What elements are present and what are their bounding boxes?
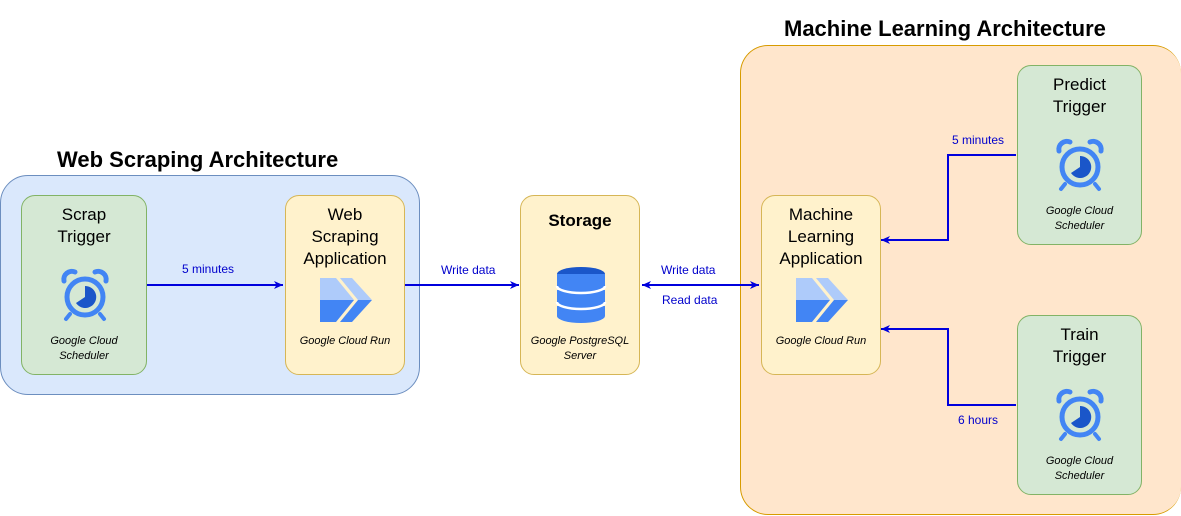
- edge-label-web-to-storage: Write data: [441, 263, 496, 277]
- predict-trigger-title: Predict Trigger: [1052, 75, 1107, 116]
- train-trigger-title: Train Trigger: [1052, 325, 1107, 366]
- storage-title: Storage: [548, 211, 612, 230]
- scheduler-icon: [1056, 388, 1104, 441]
- edge-predict-to-ml: [881, 154, 1016, 244]
- web-scraping-app-caption: Google Cloud Run: [299, 335, 391, 347]
- train-trigger-node[interactable]: Train Trigger Google Cloud Scheduler: [1017, 315, 1142, 495]
- ml-architecture-title: Machine Learning Architecture: [784, 16, 1106, 41]
- predict-trigger-node[interactable]: Predict Trigger Google Cloud Scheduler: [1017, 65, 1142, 245]
- edge-label-storage-ml-write: Write data: [661, 263, 716, 277]
- edge-label-predict-to-ml: 5 minutes: [952, 133, 1005, 147]
- ml-app-caption: Google Cloud Run: [775, 335, 867, 347]
- edge-label-train-to-ml: 6 hours: [958, 413, 999, 427]
- web-scraping-app-title: Web Scraping Application: [303, 205, 387, 268]
- edge-label-storage-ml-read: Read data: [662, 293, 718, 307]
- database-icon: [555, 267, 607, 323]
- web-scraping-app-node[interactable]: Web Scraping Application Google Cloud Ru…: [285, 195, 405, 375]
- train-trigger-caption: Google Cloud Scheduler: [1045, 455, 1114, 482]
- scrap-trigger-title: Scrap Trigger: [57, 205, 111, 246]
- scheduler-icon: [1056, 138, 1104, 191]
- edge-train-to-ml: [881, 325, 1016, 406]
- storage-caption: Google PostgreSQL Server: [530, 335, 630, 362]
- predict-trigger-caption: Google Cloud Scheduler: [1045, 205, 1114, 232]
- scrap-trigger-caption: Google Cloud Scheduler: [50, 335, 118, 362]
- edge-label-scrap-to-web: 5 minutes: [182, 262, 235, 276]
- storage-node[interactable]: Storage Google PostgreSQL Server: [520, 195, 640, 375]
- ml-app-title: Machine Learning Application: [779, 205, 863, 268]
- cloud-run-icon: [796, 278, 848, 322]
- scrap-trigger-node[interactable]: Scrap Trigger Google Cloud Scheduler: [21, 195, 147, 375]
- web-architecture-title: Web Scraping Architecture: [57, 147, 339, 172]
- ml-app-node[interactable]: Machine Learning Application Google Clou…: [761, 195, 881, 375]
- cloud-run-icon: [320, 278, 372, 322]
- scheduler-icon: [61, 268, 109, 321]
